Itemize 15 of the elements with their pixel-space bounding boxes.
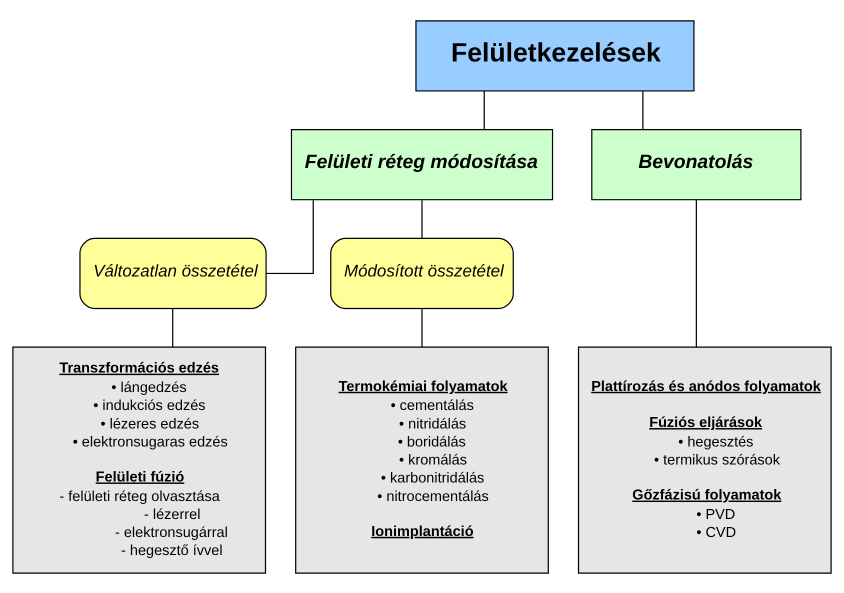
node-box: Változatlan összetétel <box>79 237 267 309</box>
node-box: Felületi réteg módosítása <box>290 128 554 200</box>
connector <box>266 200 314 274</box>
node-box: Módosított összetétel <box>330 237 514 309</box>
connector <box>696 199 697 346</box>
connector <box>421 200 423 238</box>
node-box: Felületkezelések <box>415 20 695 92</box>
node-box: Plattírozás és anódos folyamatok Fúziós eljárások • hegesztés • termikus szórások Gőzfázisú folyamatok • PVD • CVD <box>578 346 832 574</box>
connector <box>421 308 423 346</box>
connector <box>172 308 174 346</box>
node-box: Transzformációs edzés • lángedzés • indukciós edzés • lézeres edzés • elektronsugaras edzés Felületi fúzió - felületi réteg olvasztása - lézerrel - elektronsugárral - hegesztő ívvel <box>12 346 266 574</box>
connector <box>484 91 485 129</box>
connector <box>642 91 644 129</box>
node-box: Termokémiai folyamatok • cementálás • nitridálás • boridálás • kromálás • karbonitridálás • nitrocementálás Ionimplantáció <box>295 346 549 574</box>
node-box: Bevonatolás <box>591 128 802 200</box>
